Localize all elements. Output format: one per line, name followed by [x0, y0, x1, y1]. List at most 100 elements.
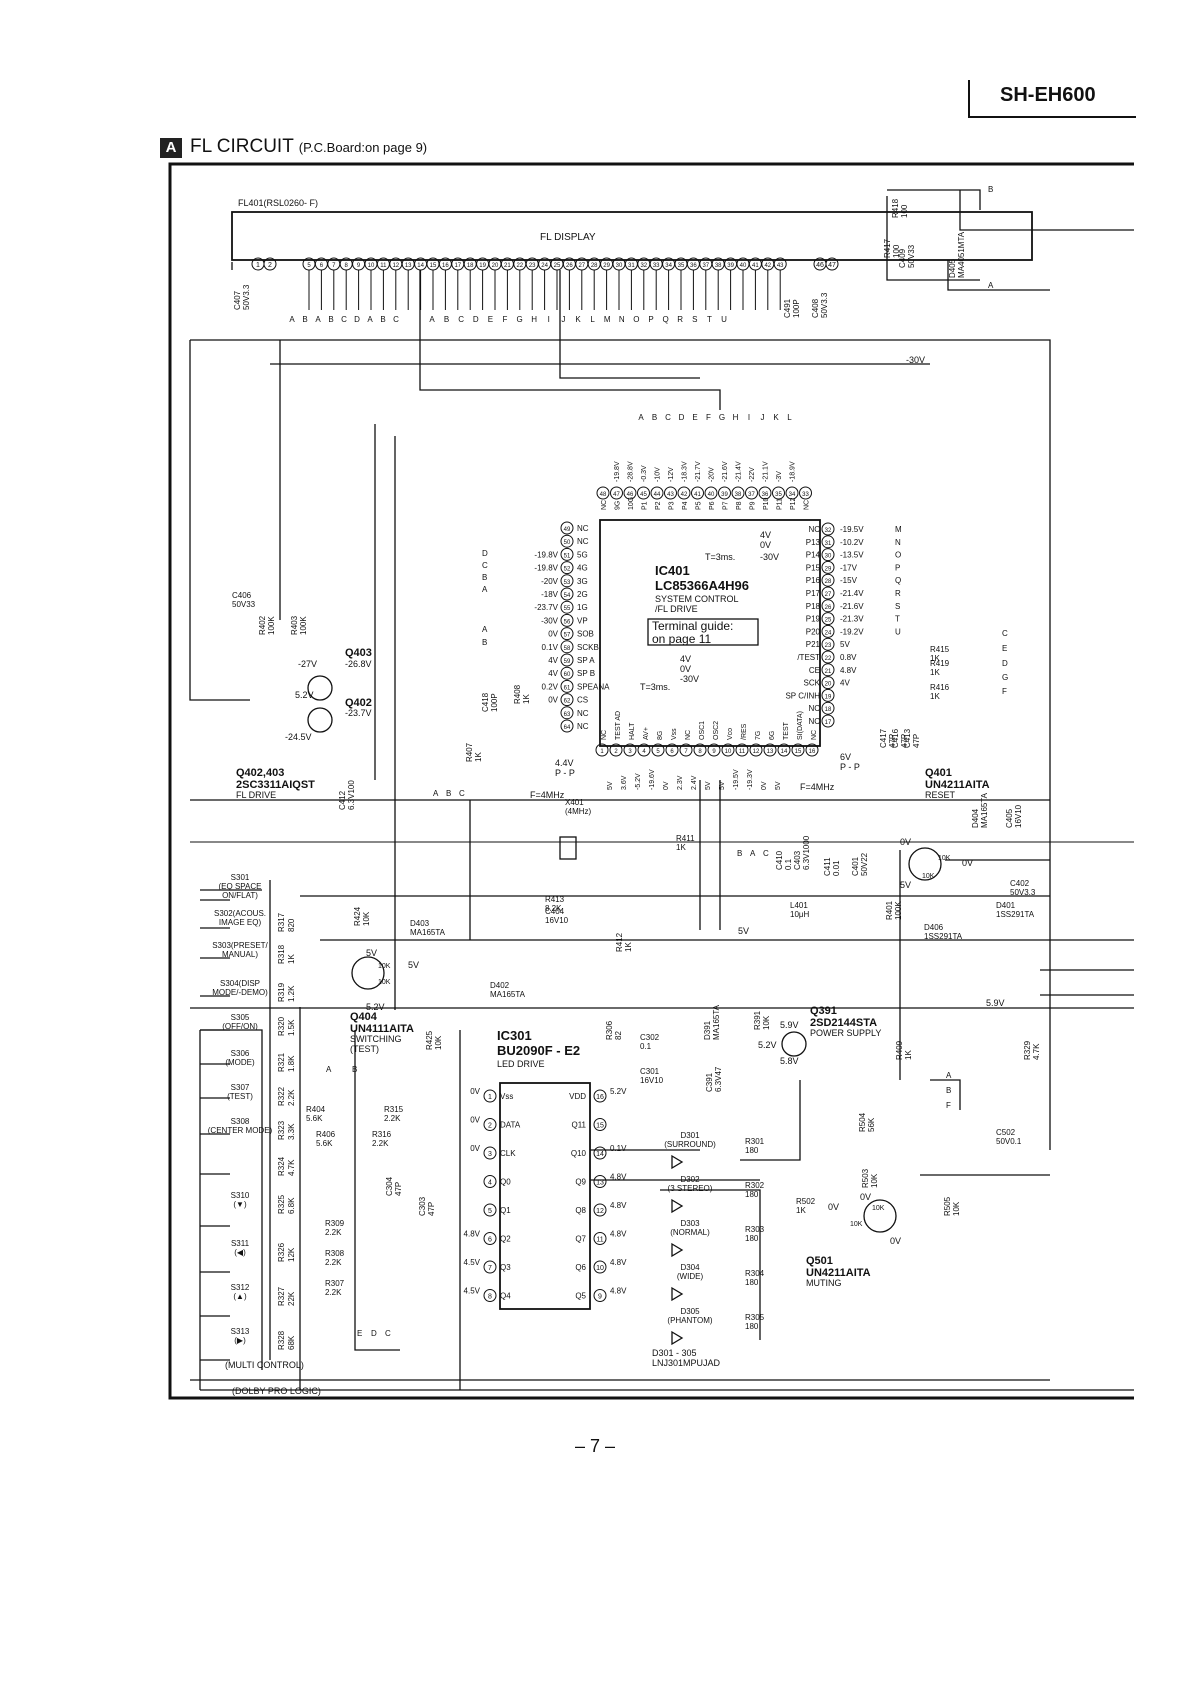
ic301-pin-circle [483, 1089, 497, 1103]
ic401-top-letter: D [679, 413, 685, 422]
ic301-pin-circle [593, 1289, 607, 1302]
q501-v1: 0V [828, 1202, 839, 1212]
osc-v3: F=4MHz [530, 790, 565, 800]
ic401-pin-label: 36 [762, 492, 769, 498]
section-letter-badge: A [160, 138, 182, 158]
ic401-pin-circle [704, 486, 718, 500]
ic401-right-tag: T [895, 615, 900, 624]
ic401-pin-name: NC [808, 717, 820, 726]
component-ref: C405 [1005, 808, 1014, 828]
ic401-pin-volt: -10.2V [840, 538, 864, 547]
component-value: 5.6K [306, 1114, 323, 1123]
component-ref: D405 [948, 258, 957, 278]
component-ref: R412 [615, 932, 624, 952]
ic301-pin-name: Q1 [500, 1206, 511, 1215]
q404-desc: SWITCHING [350, 1034, 402, 1044]
ic401-pin-circle [610, 486, 623, 500]
ic401-pin-circle [707, 743, 721, 757]
switch-name: (MODE) [225, 1058, 255, 1067]
dolby-label: (DOLBY PRO LOGIC) [232, 1386, 321, 1396]
ic301-ref: IC301 [497, 1028, 532, 1043]
ic401-pin-volt: 4V [548, 656, 558, 665]
switch-ref: S302(ACOUS. [214, 909, 266, 918]
component-value: 2.2K [372, 1139, 389, 1148]
fl-grid-letter: C [341, 315, 347, 324]
fl-display-body [231, 211, 1033, 261]
component-ref: D404 [971, 808, 980, 828]
ic301-pin-label: 10 [596, 1265, 604, 1272]
switch-ref: S313 [231, 1327, 250, 1336]
component-value: 2.2K [384, 1114, 401, 1123]
fl-pin-label: 21 [504, 263, 511, 269]
section-note: (P.C.Board:on page 9) [298, 140, 428, 155]
component-ref: R403 [290, 615, 299, 635]
led-resistor-ref: R301 [745, 1137, 765, 1146]
fl-pin-label: 36 [690, 263, 697, 269]
ic401-pin-circle [718, 486, 731, 500]
ic401-pin-name: OSC2 [713, 721, 720, 740]
ic401-pin-volt: 2.4V [691, 775, 698, 790]
component-ref: C417 [879, 728, 888, 748]
led-ref: D305 [680, 1307, 700, 1316]
led-ref: D303 [680, 1219, 700, 1228]
ic401-right-tag: P [895, 563, 900, 572]
q404-part: UN4111AITA [350, 1023, 414, 1035]
switch-resistor-ref: R327 [277, 1286, 286, 1306]
ic401-pin-name: SCKB [577, 643, 599, 652]
ic401-pin-label: 32 [825, 528, 832, 534]
ic-bottom-tag: A [750, 849, 756, 858]
q404-v2: 5V [408, 960, 419, 970]
q501-part: UN4211AITA [806, 1267, 871, 1279]
fl-pin-label: 6 [320, 263, 324, 269]
fl-pin-label: 8 [345, 263, 349, 269]
ic401-pin-circle [821, 573, 835, 587]
ic301-pin-label: 15 [596, 1123, 604, 1130]
ic401-pin-name: SPEANA [577, 682, 610, 691]
ic301-pin-circle [593, 1089, 607, 1103]
fl-pin-label: 16 [442, 263, 449, 269]
ic401-pin-name: AV+ [643, 727, 650, 740]
ic401-pin-volt: -0.3V [641, 465, 648, 482]
edge-connector-letter: C [1002, 629, 1008, 638]
ic401-pin-label: 56 [564, 619, 571, 625]
osc-v4: 6V [840, 752, 851, 762]
q401-r1: 10K [938, 855, 951, 862]
component-value: 1K [522, 694, 531, 704]
fl-pin-label: 42 [764, 263, 771, 269]
ic401-pin-volt: 3.6V [621, 775, 628, 790]
q391-ref: Q391 [810, 1005, 837, 1017]
ic401-pin-volt: -19.6V [649, 769, 656, 790]
ic401-pin-label: 20 [825, 682, 832, 688]
ic401-pin-volt: -21.7V [695, 461, 702, 482]
ic401-pin-volt: -18.9V [790, 461, 797, 482]
ic401-pin-name: P6 [709, 501, 716, 510]
ic401-pin-circle [650, 486, 664, 500]
edge-connector-letter: F [1002, 687, 1007, 696]
component-ref: R424 [353, 906, 362, 926]
ic401-pin-volt: 5V [775, 781, 782, 790]
ic301-pin-label: 5 [488, 1208, 492, 1215]
component-ref: C408 [811, 298, 820, 318]
fl-pin-label: 2 [268, 262, 272, 269]
q404-v3: 5.2V [366, 1002, 385, 1012]
ic401-pin-label: 1 [600, 749, 604, 755]
ic401-pin-circle [821, 637, 835, 651]
component-value: 0.01 [832, 860, 841, 876]
fl-grid-letter: B [302, 315, 307, 324]
ic401-pin-volt: -20V [541, 577, 559, 586]
ic401-pin-circle [785, 486, 799, 500]
ic401-pin-volt: 5V [719, 781, 726, 790]
ic301-pin-name: Q6 [575, 1263, 586, 1272]
switch-name: (CENTER MODE) [208, 1126, 273, 1135]
ic401-pin-volt: -18V [541, 590, 559, 599]
osc-v2: P - P [555, 768, 575, 778]
component-value: 10K [952, 1201, 961, 1216]
component-ref: C502 [996, 1128, 1016, 1137]
ic401-top-letter: C [665, 413, 671, 422]
ic401-pin-label: 64 [564, 725, 571, 731]
switch-name: (▲) [233, 1292, 247, 1301]
ic401-pin-name: P21 [806, 640, 821, 649]
ic401-pin-name: 9G [615, 501, 622, 510]
ic401-pin-label: 49 [564, 527, 571, 533]
component-value: 2.2K [325, 1228, 342, 1237]
